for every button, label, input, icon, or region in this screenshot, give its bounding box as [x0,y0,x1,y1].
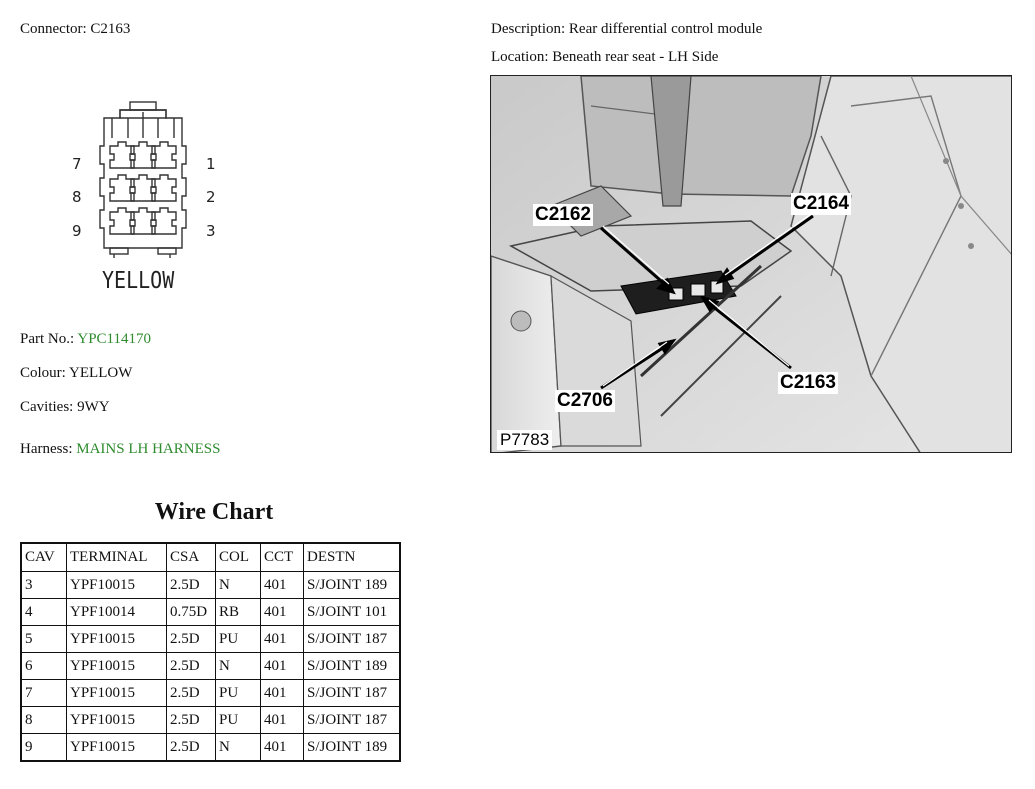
colour-value: YELLOW [69,365,133,381]
location-line: Location: Beneath rear seat - LH Side [491,48,718,66]
cell-terminal: YPF10015 [66,571,167,599]
cell-destn: S/JOINT 101 [303,598,401,626]
cell-csa: 0.75D [166,598,216,626]
cell-col: PU [215,679,261,707]
table-header-row: CAV TERMINAL CSA COL CCT DESTN [20,542,401,572]
table-row: 3 YPF10015 2.5D N 401 S/JOINT 189 [20,571,401,599]
connector-face-svg [99,101,187,258]
table-row: 4 YPF10014 0.75D RB 401 S/JOINT 101 [20,598,401,626]
harness-label: Harness: [20,441,73,457]
cell-cct: 401 [260,706,304,734]
cell-csa: 2.5D [166,652,216,680]
harness-link[interactable]: MAINS LH HARNESS [76,441,221,457]
cell-cav: 9 [20,733,67,762]
cell-cct: 401 [260,733,304,762]
cavities-value: 9WY [77,399,110,415]
photo-reference: P7783 [497,430,553,450]
column-header-destn: DESTN [303,542,401,572]
table-row: 7 YPF10015 2.5D PU 401 S/JOINT 187 [20,679,401,707]
part-number-line: Part No.: YPC114170 [20,330,151,348]
connector-id: C2163 [90,21,131,37]
pin-number-1: 1 [206,155,216,173]
location-photo-svg [491,76,1011,452]
cell-destn: S/JOINT 189 [303,652,401,680]
table-row: 5 YPF10015 2.5D PU 401 S/JOINT 187 [20,625,401,653]
table-row: 9 YPF10015 2.5D N 401 S/JOINT 189 [20,733,401,762]
pin-number-3: 3 [206,222,216,240]
column-header-col: COL [215,542,261,572]
cell-csa: 2.5D [166,733,216,762]
cell-terminal: YPF10015 [66,679,167,707]
cell-terminal: YPF10015 [66,733,167,762]
connector-line: Connector: C2163 [20,20,130,38]
colour-line: Colour: YELLOW [20,364,132,382]
cell-destn: S/JOINT 189 [303,733,401,762]
callout-c2164: C2164 [791,193,851,215]
cavities-line: Cavities: 9WY [20,398,110,416]
pin-number-8: 8 [72,188,82,206]
cell-col: PU [215,706,261,734]
column-header-csa: CSA [166,542,216,572]
table-row: 8 YPF10015 2.5D PU 401 S/JOINT 187 [20,706,401,734]
callout-c2162: C2162 [533,204,593,226]
cell-col: RB [215,598,261,626]
wire-chart-title: Wire Chart [154,499,274,525]
cell-cct: 401 [260,652,304,680]
cell-cav: 3 [20,571,67,599]
part-number-label: Part No.: [20,331,75,347]
cell-csa: 2.5D [166,625,216,653]
pin-number-7: 7 [72,155,82,173]
column-header-terminal: TERMINAL [66,542,167,572]
wire-chart-table: CAV TERMINAL CSA COL CCT DESTN 3 YPF1001… [20,542,401,762]
pin-number-9: 9 [72,222,82,240]
cell-cav: 4 [20,598,67,626]
cell-terminal: YPF10014 [66,598,167,626]
column-header-cct: CCT [260,542,304,572]
cell-destn: S/JOINT 187 [303,625,401,653]
cell-cct: 401 [260,625,304,653]
cell-cct: 401 [260,571,304,599]
location-label: Location: [491,49,549,65]
cell-csa: 2.5D [166,571,216,599]
column-header-cav: CAV [20,542,67,572]
callout-c2163: C2163 [778,372,838,394]
harness-line: Harness: MAINS LH HARNESS [20,440,220,458]
connector-label: Connector: [20,21,87,37]
cell-col: N [215,571,261,599]
connector-drawing-label: YELLOW [102,266,175,294]
cell-cav: 7 [20,679,67,707]
cell-terminal: YPF10015 [66,652,167,680]
callout-c2706: C2706 [555,390,615,412]
cell-cct: 401 [260,598,304,626]
cell-terminal: YPF10015 [66,706,167,734]
cell-terminal: YPF10015 [66,625,167,653]
cell-csa: 2.5D [166,679,216,707]
cell-csa: 2.5D [166,706,216,734]
table-row: 6 YPF10015 2.5D N 401 S/JOINT 189 [20,652,401,680]
description-value: Rear differential control module [568,21,763,37]
cell-destn: S/JOINT 189 [303,571,401,599]
cell-cav: 6 [20,652,67,680]
cavities-label: Cavities: [20,399,74,415]
cell-cct: 401 [260,679,304,707]
cell-destn: S/JOINT 187 [303,679,401,707]
description-line: Description: Rear differential control m… [491,20,762,38]
cell-col: PU [215,625,261,653]
cell-cav: 5 [20,625,67,653]
location-value: Beneath rear seat - LH Side [552,49,719,65]
colour-label: Colour: [20,365,66,381]
connector-face-drawing [62,98,232,298]
pin-number-2: 2 [206,188,216,206]
part-number-link[interactable]: YPC114170 [77,331,151,347]
location-photo: C2162 C2164 C2163 C2706 P7783 [490,75,1012,453]
cell-col: N [215,652,261,680]
description-label: Description: [491,21,566,37]
cell-col: N [215,733,261,762]
cell-destn: S/JOINT 187 [303,706,401,734]
cell-cav: 8 [20,706,67,734]
